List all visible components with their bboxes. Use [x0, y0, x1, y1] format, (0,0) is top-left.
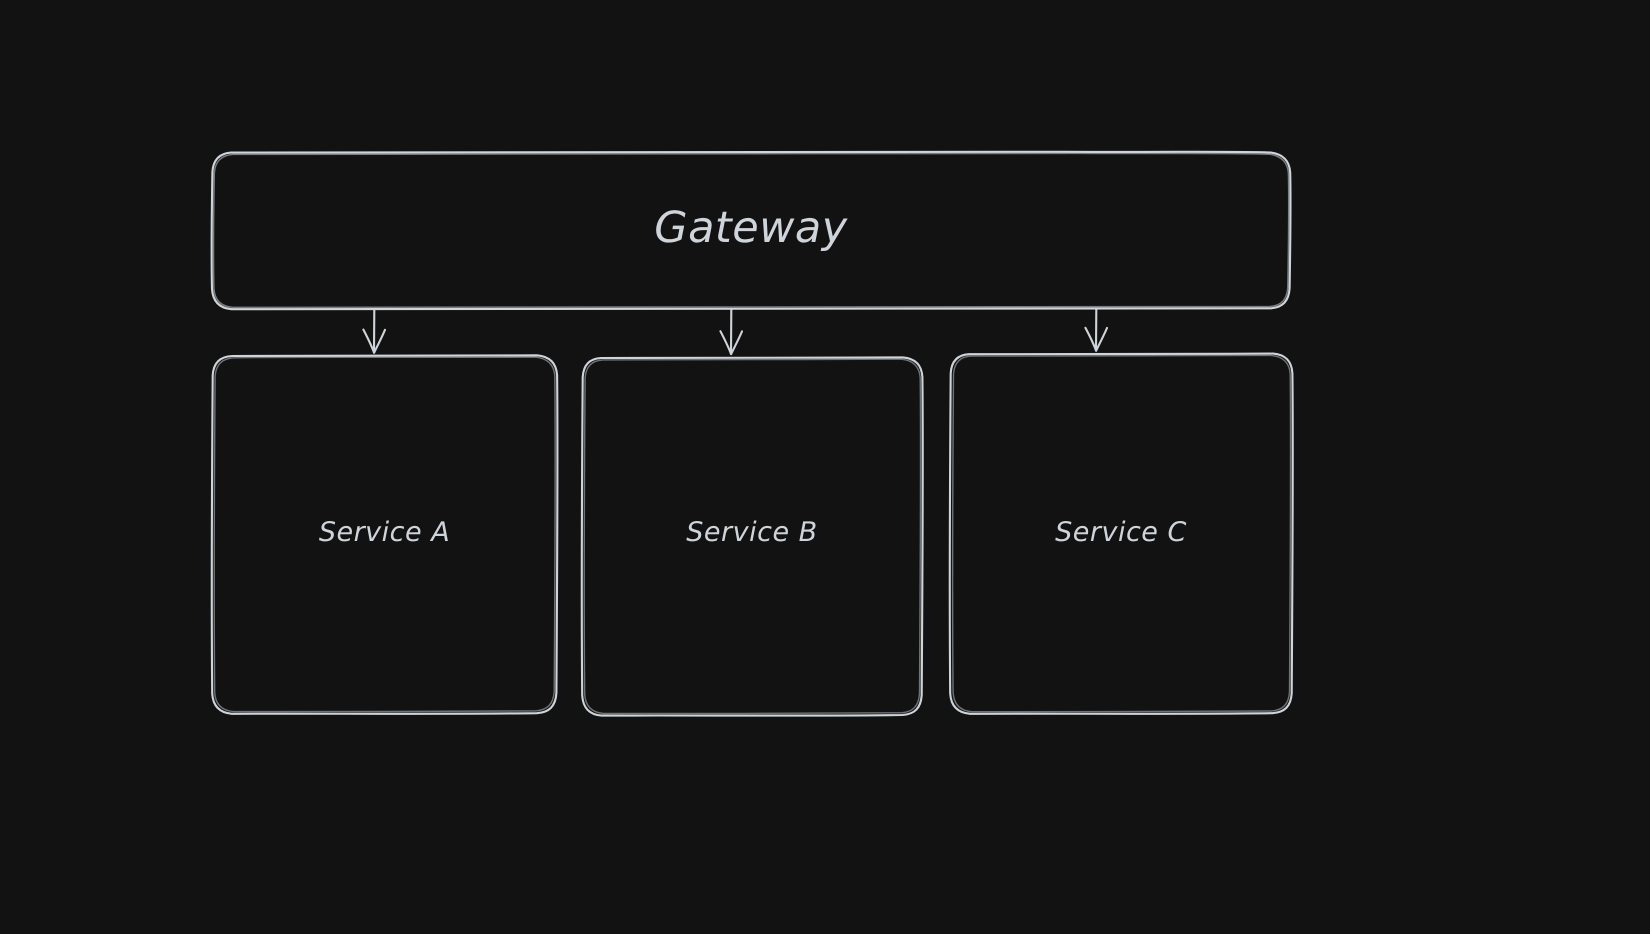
service-b-box-outline — [580, 356, 924, 717]
node-service-c[interactable] — [948, 352, 1294, 715]
service-c-box-outline — [948, 352, 1294, 715]
node-gateway[interactable] — [210, 150, 1292, 311]
edge-gateway-service-c[interactable] — [1084, 308, 1109, 352]
service-c-box-outline-overstroke — [951, 354, 1292, 713]
service-a-box-outline-overstroke — [213, 356, 556, 713]
edge-gateway-service-c-arrowhead — [1084, 326, 1109, 352]
edge-gateway-service-b-arrowhead — [719, 330, 744, 356]
node-service-a[interactable] — [210, 354, 559, 715]
edge-gateway-service-a[interactable] — [362, 308, 387, 354]
service-b-box-outline-overstroke — [583, 358, 922, 715]
edge-gateway-service-a-arrowhead — [362, 328, 387, 354]
gateway-box-outline-overstroke — [212, 152, 1290, 309]
node-service-b[interactable] — [580, 356, 924, 717]
gateway-box-outline — [210, 150, 1292, 311]
service-a-box-outline — [210, 354, 559, 715]
edge-gateway-service-b[interactable] — [719, 308, 744, 356]
